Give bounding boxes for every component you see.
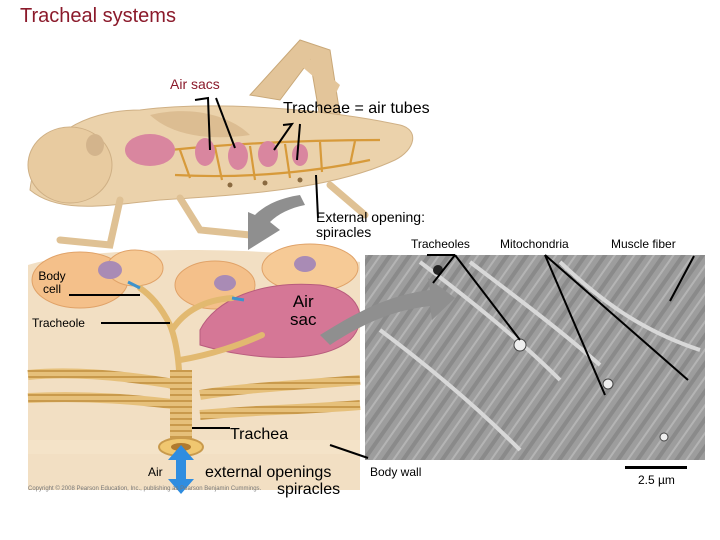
grasshopper-air-sac bbox=[125, 134, 175, 166]
tissue-cutaway bbox=[27, 243, 361, 494]
grasshopper-air-sac bbox=[258, 141, 278, 167]
label-body-cell-line1: Body bbox=[38, 269, 66, 283]
label-air-sacs: Air sacs bbox=[170, 76, 220, 92]
label-tracheole: Tracheole bbox=[32, 316, 85, 330]
label-muscle-fiber: Muscle fiber bbox=[611, 237, 676, 251]
label-external-opening-line1: External opening: bbox=[316, 209, 425, 225]
electron-micrograph bbox=[365, 255, 705, 469]
label-tracheae: Tracheae = air tubes bbox=[283, 100, 430, 117]
grasshopper-air-sac bbox=[228, 142, 248, 170]
label-trachea: Trachea bbox=[230, 426, 289, 443]
label-body-cell-line2: cell bbox=[42, 281, 61, 296]
grasshopper-air-sac bbox=[292, 144, 308, 166]
label-external-openings: external openings bbox=[205, 464, 332, 481]
air-flow-arrow bbox=[168, 445, 194, 494]
zoom-arrow-body bbox=[248, 195, 305, 250]
label-external-opening-line2: spiracles bbox=[316, 223, 372, 240]
label-air-sac: Air sac bbox=[290, 293, 316, 329]
label-tracheoles-micrograph: Tracheoles bbox=[411, 237, 470, 251]
copyright-notice: Copyright © 2008 Pearson Education, Inc.… bbox=[28, 486, 262, 492]
label-air-sac-line2: sac bbox=[290, 309, 317, 329]
label-scale-bar: 2.5 µm bbox=[638, 473, 675, 487]
grasshopper-illustration bbox=[27, 39, 413, 249]
label-mitochondria: Mitochondria bbox=[500, 237, 569, 251]
trachea-tube bbox=[170, 370, 192, 440]
grasshopper-air-sac bbox=[195, 138, 215, 166]
leader-lines bbox=[69, 96, 695, 459]
label-air: Air bbox=[148, 465, 163, 479]
zoom-arrow-micrograph bbox=[320, 278, 455, 345]
label-external-opening: External opening: spiracles bbox=[316, 210, 425, 239]
scale-bar bbox=[625, 466, 687, 469]
page-title: Tracheal systems bbox=[20, 5, 176, 27]
label-body-cell: Body cell bbox=[32, 270, 72, 295]
label-body-wall: Body wall bbox=[370, 465, 422, 479]
label-air-sac-line1: Air bbox=[292, 292, 314, 311]
label-spiracles: spiracles bbox=[277, 481, 341, 498]
